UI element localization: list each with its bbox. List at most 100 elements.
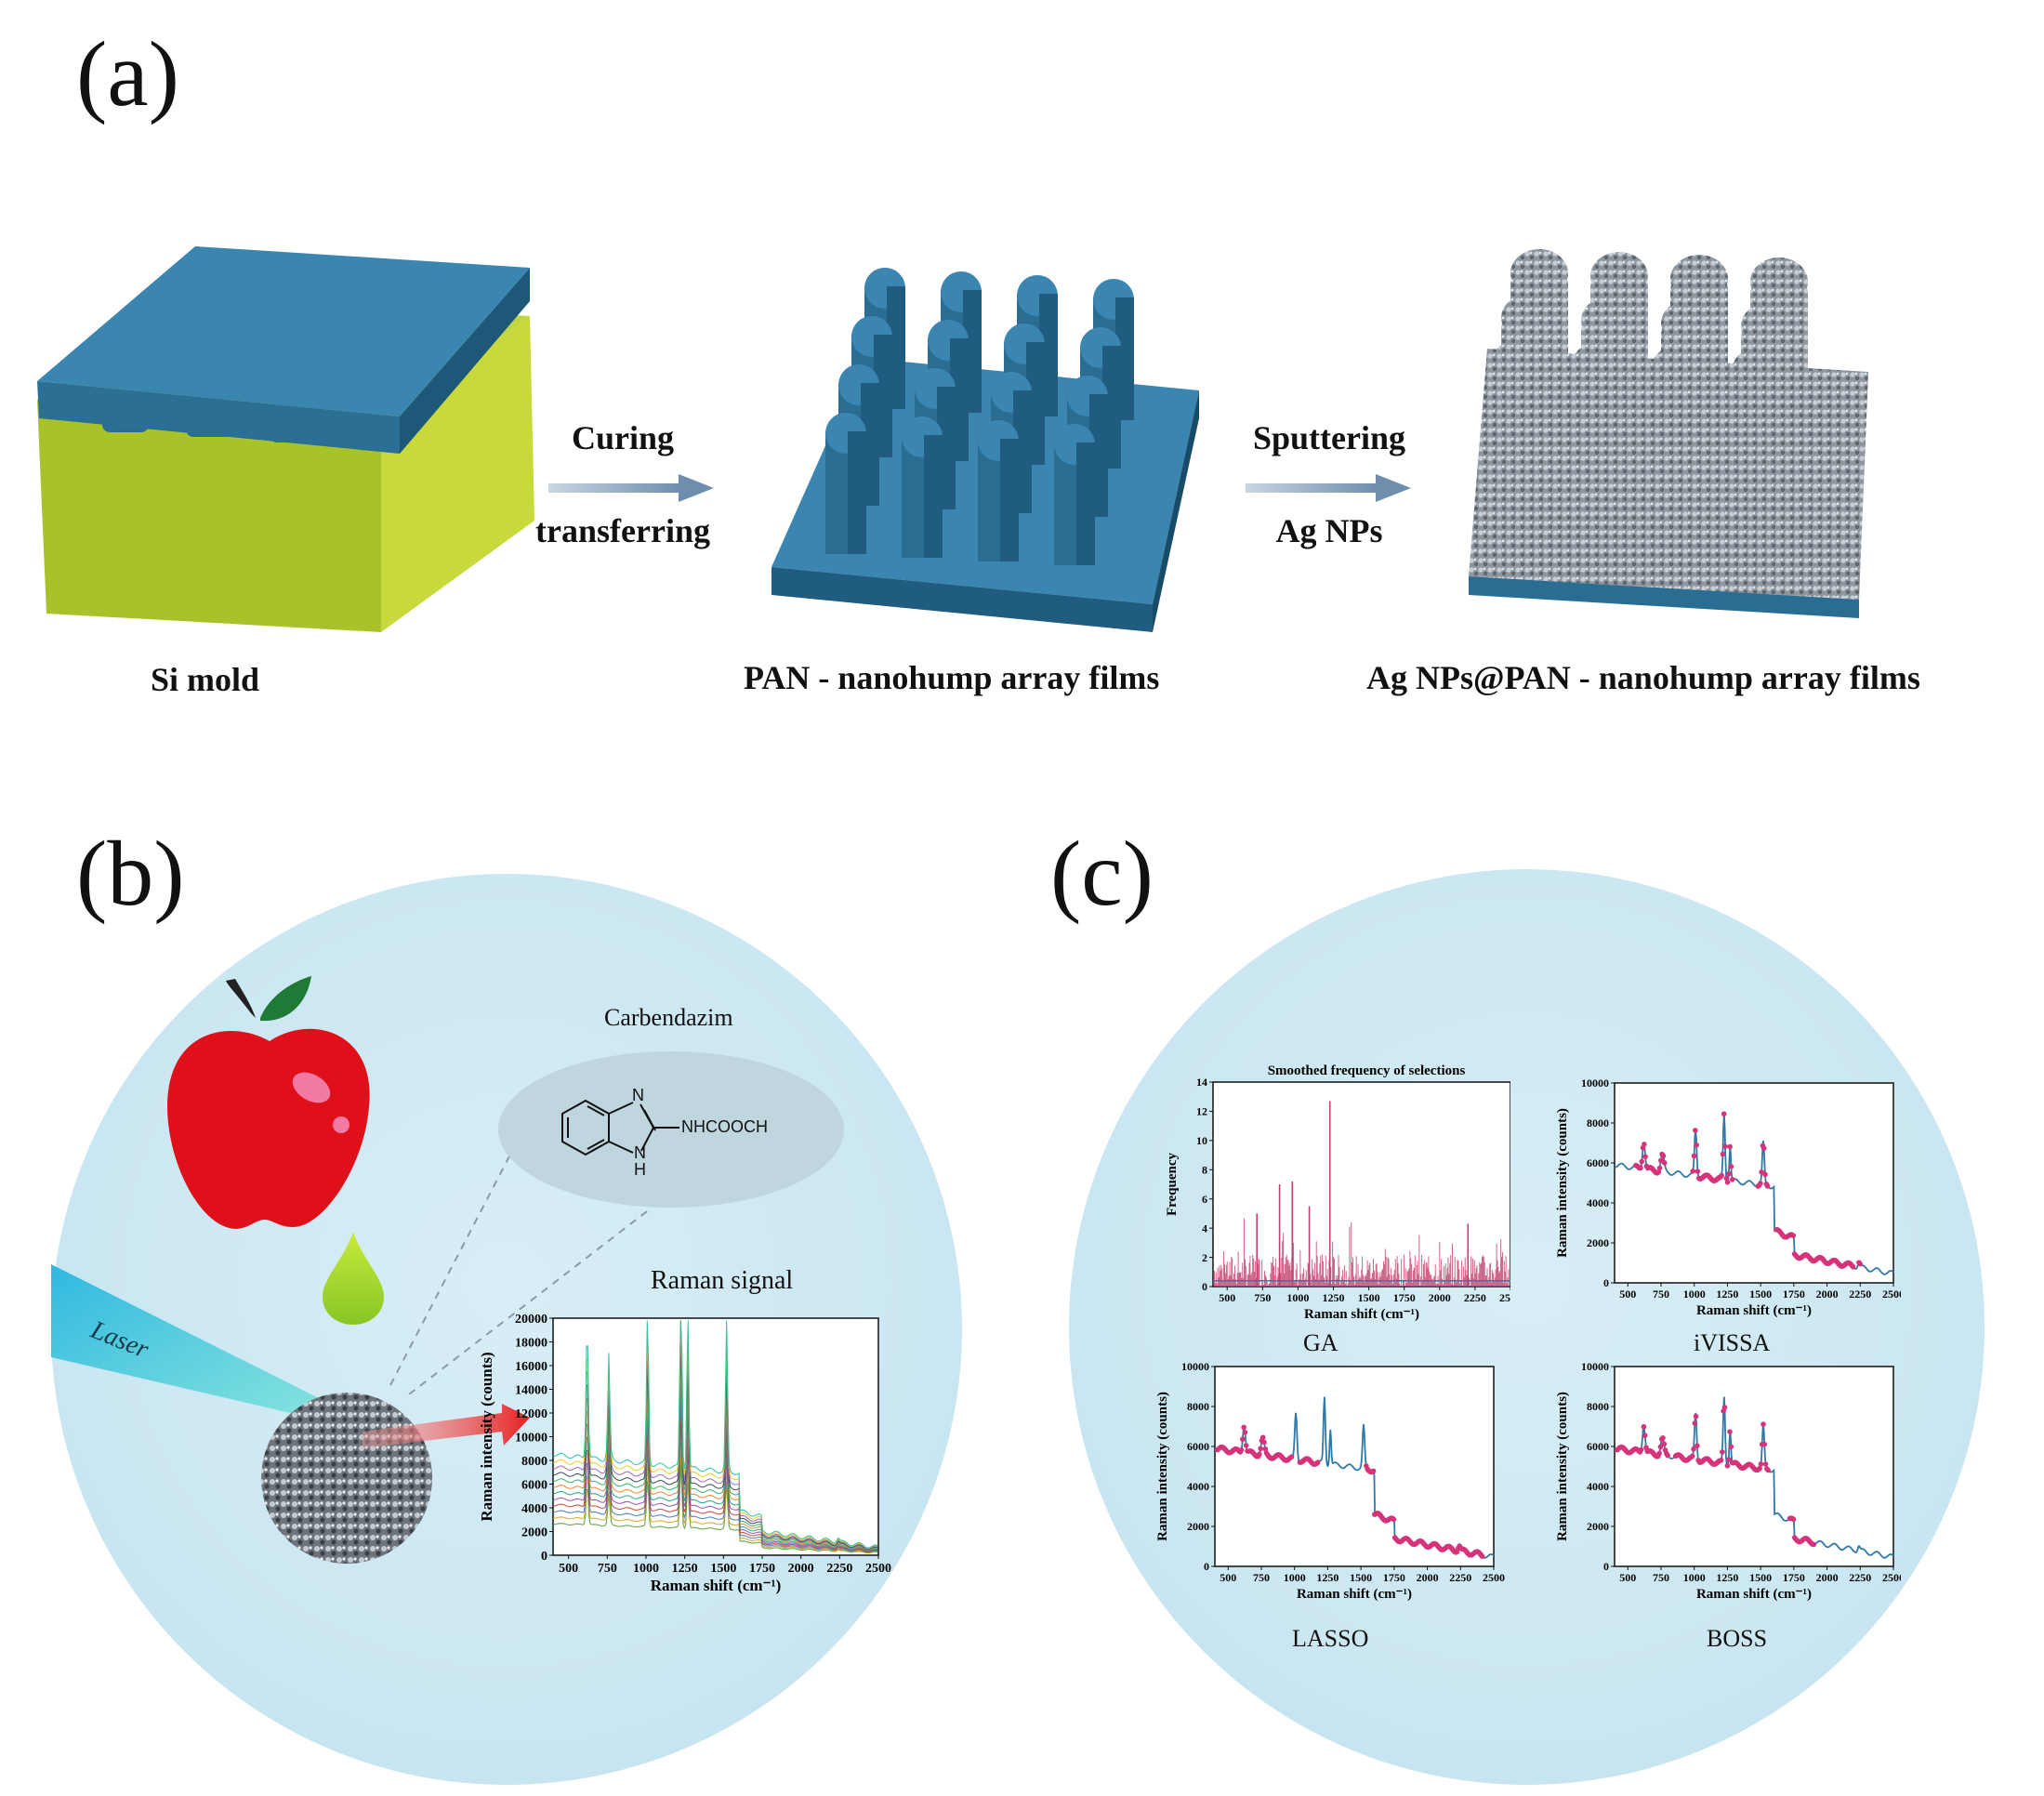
x-tick-label: 2000 [1816, 1288, 1839, 1301]
x-tick-label: 1500 [1358, 1291, 1380, 1304]
caption-lasso: LASSO [1292, 1625, 1369, 1652]
pan-nanohump-illustration [771, 268, 1199, 632]
selected-point [1656, 1165, 1663, 1171]
y-tick-label: 8 [1202, 1163, 1207, 1176]
y-tick-label: 0 [1603, 1560, 1609, 1573]
ag-pillar-cap [1741, 302, 1799, 350]
x-tick-label: 1750 [1393, 1291, 1416, 1304]
selected-point [1314, 1459, 1321, 1465]
selected-point [1242, 1430, 1248, 1435]
x-tick-label: 2500 [1882, 1571, 1901, 1584]
selected-point [1655, 1169, 1662, 1175]
y-tick-label: 8000 [1587, 1400, 1609, 1413]
ag-pillar-cap [1642, 389, 1700, 437]
y-tick-label: 6000 [521, 1478, 547, 1492]
arrow1-top-label: Curing [571, 419, 675, 456]
apple-icon [167, 976, 370, 1229]
y-tick-label: 10000 [1181, 1360, 1209, 1373]
x-axis-label: Raman shift (cm⁻¹) [1304, 1307, 1419, 1322]
pan-pillar [978, 420, 1019, 561]
selected-point [1691, 1153, 1697, 1159]
si-mold-illustration [37, 246, 534, 632]
selected-point [1718, 1457, 1724, 1463]
x-axis-label: Raman shift (cm⁻¹) [1696, 1303, 1812, 1318]
y-tick-label: 12000 [515, 1407, 547, 1421]
selected-point [1693, 1128, 1698, 1133]
pan-pillar [902, 416, 943, 558]
ag-pillar-cap [1492, 338, 1549, 387]
x-tick-label: 1500 [710, 1562, 736, 1576]
x-tick-label: 1000 [1683, 1571, 1706, 1584]
x-tick-label: 500 [1619, 1571, 1636, 1584]
selected-point [1722, 1143, 1728, 1149]
selected-point [1765, 1467, 1771, 1473]
selected-point [1692, 1420, 1698, 1426]
spectrum-line [552, 1320, 878, 1549]
x-axis-label: Raman shift (cm⁻¹) [1696, 1587, 1812, 1602]
pillar-shade [924, 435, 943, 558]
x-tick-label: 1500 [1350, 1571, 1372, 1584]
x-tick-label: 1500 [1749, 1288, 1772, 1301]
ag-pillar [1483, 383, 1540, 534]
y-axis-label: Raman intensity (counts) [1155, 1392, 1170, 1541]
y-tick-label: 14000 [515, 1383, 547, 1397]
selected-point [1642, 1433, 1648, 1438]
x-tick-label: 750 [598, 1562, 617, 1576]
ag-pillar-cap [1732, 347, 1789, 395]
atom-nh-n-label: N [634, 1143, 646, 1162]
x-tick-label: 2250 [1849, 1288, 1871, 1301]
raman-signal-title: Raman signal [651, 1266, 794, 1295]
x-tick-label: 750 [1653, 1571, 1669, 1584]
x-tick-label: 500 [1619, 1288, 1636, 1301]
selected-point [1728, 1444, 1734, 1450]
ag-pillar-body [1722, 414, 1780, 542]
x-tick-label: 1000 [1683, 1288, 1706, 1301]
panel-c-label: (c) [1050, 822, 1154, 925]
ag-pillar [1563, 386, 1620, 536]
y-tick-label: 2000 [1187, 1520, 1209, 1533]
selected-point [1259, 1434, 1266, 1441]
y-tick-label: 20000 [515, 1313, 547, 1327]
selected-point [1720, 1151, 1726, 1157]
x-tick-label: 1000 [633, 1562, 659, 1576]
y-tick-label: 12 [1196, 1105, 1207, 1118]
x-tick-label: 2250 [826, 1562, 852, 1576]
x-tick-label: 1250 [1323, 1291, 1345, 1304]
pan-pillar [1054, 424, 1095, 565]
si-mold-caption: Si mold [151, 661, 260, 698]
ag-pillar-cap [1590, 252, 1648, 300]
x-tick-label: 2500 [865, 1562, 891, 1576]
ag-pan-illustration [1469, 249, 1868, 618]
y-tick-label: 6 [1202, 1193, 1207, 1206]
arrow2-bottom-label: Ag NPs [1275, 512, 1383, 549]
x-axis-label: Raman shift (cm⁻¹) [1297, 1587, 1412, 1602]
selected-point [1728, 1163, 1734, 1169]
x-tick-label: 2500 [1483, 1571, 1505, 1584]
selected-point [1241, 1424, 1246, 1431]
spectrum-line [552, 1422, 878, 1553]
pillar-shade [1000, 439, 1019, 561]
selected-point [1694, 1142, 1699, 1148]
x-tick-label: 1250 [1716, 1288, 1738, 1301]
selected-point [1656, 1450, 1662, 1457]
ag-pillar-body [1642, 411, 1700, 539]
x-tick-label: 1750 [1783, 1288, 1805, 1301]
selected-point [1760, 1145, 1767, 1152]
selected-point [1857, 1261, 1863, 1267]
y-tick-label: 10 [1196, 1134, 1207, 1147]
y-tick-label: 6000 [1587, 1156, 1609, 1169]
selected-point [1850, 1264, 1856, 1270]
selected-point [1729, 1177, 1735, 1182]
selected-point [1691, 1446, 1696, 1452]
pan-pillar-grid [825, 268, 1134, 565]
selected-point [1727, 1143, 1733, 1150]
ag-pillar-cap [1581, 297, 1639, 345]
x-tick-label: 1250 [1716, 1571, 1738, 1584]
molecule-name: Carbendazim [604, 1004, 733, 1031]
ag-pillar-cap [1670, 255, 1728, 303]
y-tick-label: 10000 [1581, 1076, 1609, 1089]
atom-h-label: H [634, 1160, 646, 1179]
ag-pillar-body [1483, 405, 1540, 534]
ag-pillar-cap [1750, 258, 1808, 306]
